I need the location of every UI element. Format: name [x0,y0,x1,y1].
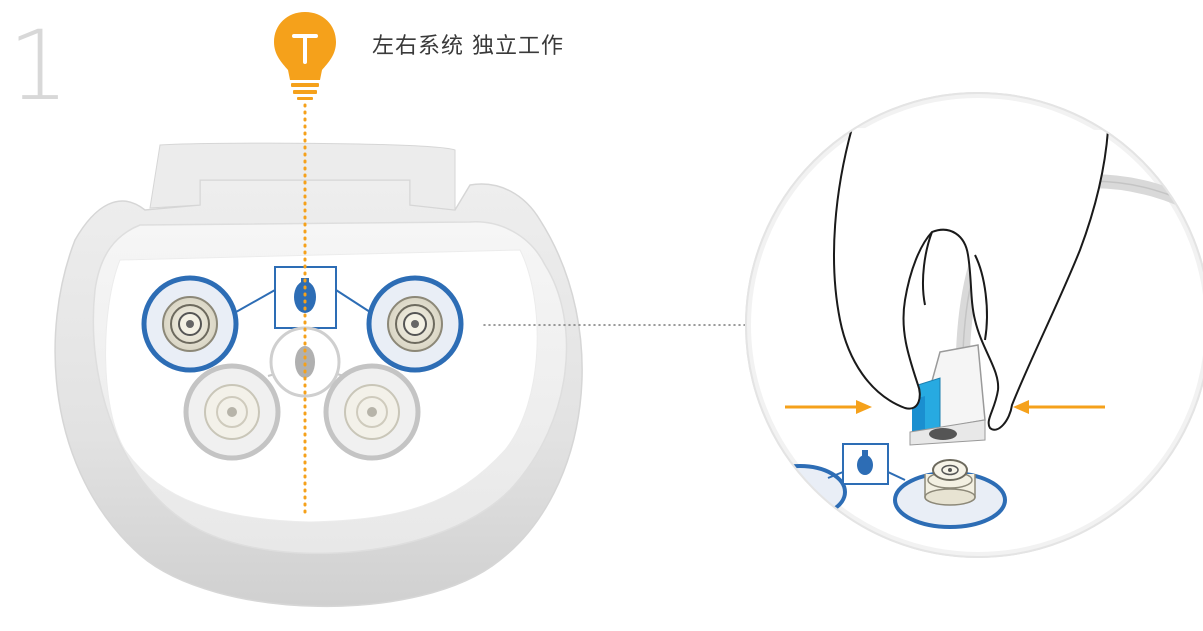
left-pin-active [141,275,239,373]
lower-left-pin-inactive [183,363,281,461]
arrow-icon-right [1013,400,1105,414]
zoom-signal-pin-box [842,443,889,485]
zoom-detail [745,92,1203,558]
arrow-icon-left [785,400,872,414]
hand [833,127,1109,431]
step-number: 1 [8,10,70,122]
lightbulb-icon [274,12,336,100]
signal-pin-box [274,266,337,329]
lower-right-pin-inactive [323,363,421,461]
socket-top-ridge [149,142,456,211]
plug-connector [909,344,986,446]
caption: 左右系统 独立工作 [372,34,564,59]
charging-socket [54,142,583,608]
zoom-right-pin [893,459,1007,529]
right-pin-active [366,275,464,373]
connection-lines [235,289,371,313]
